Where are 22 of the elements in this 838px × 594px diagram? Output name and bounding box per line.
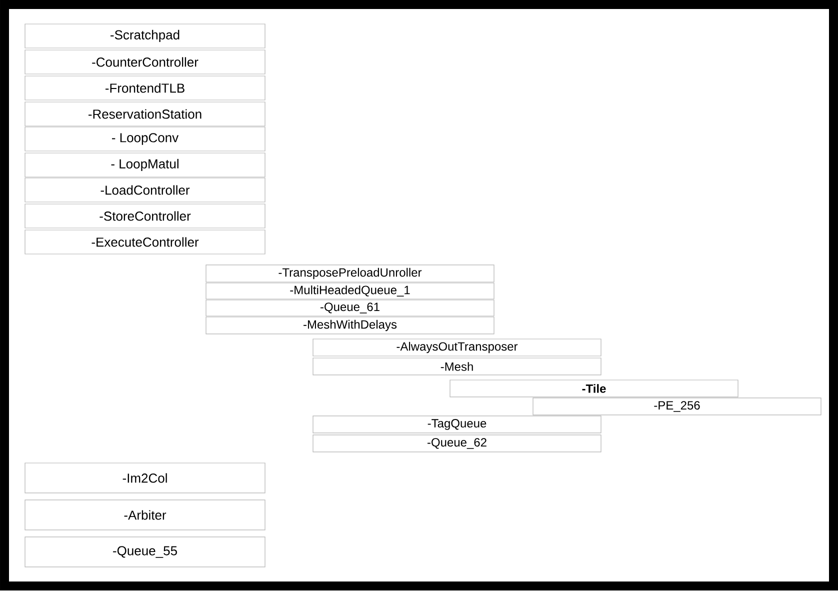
- module-box: -LoadController: [24, 178, 266, 202]
- module-box: -Queue_55: [24, 536, 266, 568]
- module-box: -ReservationStation: [24, 102, 266, 126]
- module-box: -PE_256: [532, 398, 822, 416]
- module-box: -Im2Col: [24, 462, 266, 494]
- module-box: - LoopConv: [24, 126, 266, 152]
- module-box: -Queue_62: [312, 434, 602, 452]
- module-box: -Queue_61: [206, 300, 494, 316]
- module-box: -TransposePreloadUnroller: [206, 264, 494, 282]
- module-box: -MultiHeadedQueue_1: [206, 282, 494, 300]
- module-box: -Arbiter: [24, 500, 266, 530]
- module-box: -CounterController: [24, 50, 266, 74]
- module-box: -AlwaysOutTransposer: [312, 338, 602, 356]
- module-box: -TagQueue: [312, 416, 602, 434]
- module-box: -StoreController: [24, 204, 266, 228]
- module-box: -ExecuteController: [24, 230, 266, 254]
- module-box: -MeshWithDelays: [206, 316, 494, 334]
- module-box: - LoopMatul: [24, 152, 266, 178]
- module-box: -Mesh: [312, 358, 602, 376]
- module-box: -Tile: [450, 380, 738, 398]
- module-box: -Scratchpad: [24, 24, 266, 48]
- module-box: -FrontendTLB: [24, 76, 266, 100]
